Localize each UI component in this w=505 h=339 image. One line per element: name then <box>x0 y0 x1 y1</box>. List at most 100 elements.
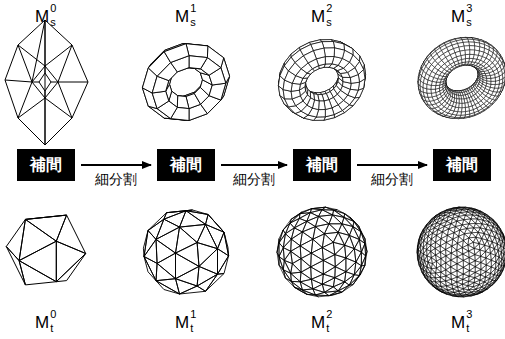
mesh-edge <box>51 82 58 83</box>
mesh-face <box>457 220 464 225</box>
mesh-face <box>325 57 334 65</box>
mesh-face <box>290 214 300 223</box>
mesh-face <box>482 289 488 292</box>
mesh-face <box>457 277 463 282</box>
mesh-face <box>284 260 292 273</box>
mesh-face <box>453 207 460 209</box>
mesh-edge <box>18 45 45 66</box>
mesh-face <box>504 261 505 266</box>
mesh-face <box>311 260 324 274</box>
mesh-face <box>451 264 457 271</box>
mesh-face <box>218 256 229 274</box>
mesh-face <box>440 276 446 281</box>
mesh-face <box>291 90 300 99</box>
mesh-face <box>487 78 491 81</box>
mesh-face <box>333 242 344 254</box>
mesh-face <box>56 254 85 282</box>
mesh-face <box>501 266 504 271</box>
mesh-face <box>447 229 454 235</box>
mesh-face <box>463 264 469 271</box>
mesh-face <box>333 278 344 287</box>
mesh-face <box>451 279 456 284</box>
mesh-face <box>481 263 486 270</box>
mesh-face <box>475 275 481 280</box>
mesh-face <box>457 296 464 297</box>
mesh-face <box>430 216 435 221</box>
octahedral-mesh <box>5 20 88 145</box>
mesh-face <box>313 234 325 248</box>
mesh-face <box>441 235 447 242</box>
mesh-face <box>478 287 484 291</box>
mesh-face <box>144 231 156 257</box>
mesh-edge <box>45 98 72 118</box>
mesh-face <box>335 245 346 258</box>
mesh-face <box>430 216 435 221</box>
mesh-face <box>451 209 457 211</box>
mesh-face <box>334 48 344 59</box>
mesh-face <box>499 271 502 276</box>
mesh-face <box>458 236 464 243</box>
mesh-face <box>497 244 501 250</box>
mesh-edge <box>58 82 88 83</box>
mesh-face <box>492 281 497 286</box>
mesh-face <box>446 270 451 276</box>
mesh-face <box>486 258 491 265</box>
mesh-face <box>349 275 359 285</box>
mesh-face <box>323 260 335 274</box>
mesh-face <box>6 219 25 260</box>
mesh-edge <box>45 66 46 73</box>
mesh-face <box>463 276 469 281</box>
mesh-face <box>349 227 359 240</box>
torus-mesh <box>142 44 229 121</box>
torus-mesh <box>278 40 365 121</box>
mesh-face <box>19 241 56 282</box>
mesh-face <box>446 239 453 246</box>
mesh-face <box>329 292 342 296</box>
mesh-face <box>144 257 156 281</box>
mesh-face <box>56 215 85 253</box>
mesh-face <box>451 253 457 260</box>
mesh-face <box>499 271 502 276</box>
mesh-face <box>457 271 463 277</box>
sphere-mesh <box>143 210 228 294</box>
mesh-face <box>492 275 497 280</box>
mesh-face <box>438 289 444 293</box>
mesh-face <box>451 209 457 211</box>
mesh-face <box>468 281 474 285</box>
mesh-face <box>436 252 442 258</box>
mesh-face <box>335 272 346 282</box>
mesh-face <box>176 243 200 267</box>
mesh-face <box>208 215 224 233</box>
mesh-face <box>365 252 367 266</box>
mesh-face <box>468 245 474 251</box>
mesh-face <box>148 213 167 231</box>
mesh-face <box>319 215 333 224</box>
mesh-face <box>463 251 469 257</box>
mesh-face <box>470 50 474 55</box>
mesh-face <box>469 264 475 271</box>
mesh-face <box>441 232 447 239</box>
mesh-face <box>311 274 323 284</box>
mesh-face <box>458 287 464 291</box>
mesh-edge <box>45 20 46 145</box>
mesh-face <box>474 223 481 227</box>
mesh-face <box>435 278 440 282</box>
mesh-face <box>496 264 500 270</box>
torus-mesh <box>418 37 505 118</box>
mesh-face <box>479 213 484 217</box>
mesh-face <box>467 292 474 294</box>
mesh-face <box>463 260 469 267</box>
mesh-face <box>504 256 505 261</box>
mesh-face <box>290 214 300 223</box>
mesh-face <box>199 249 218 275</box>
mesh-face <box>206 224 225 248</box>
mesh-face <box>484 217 489 221</box>
mesh-face <box>167 210 193 213</box>
mesh-edge <box>5 20 88 145</box>
sphere-mesh <box>417 207 505 297</box>
mesh-face <box>206 274 225 292</box>
mesh-face <box>346 258 356 272</box>
mesh-face <box>446 256 451 263</box>
mesh-face <box>334 210 345 214</box>
mesh-face <box>445 213 451 216</box>
